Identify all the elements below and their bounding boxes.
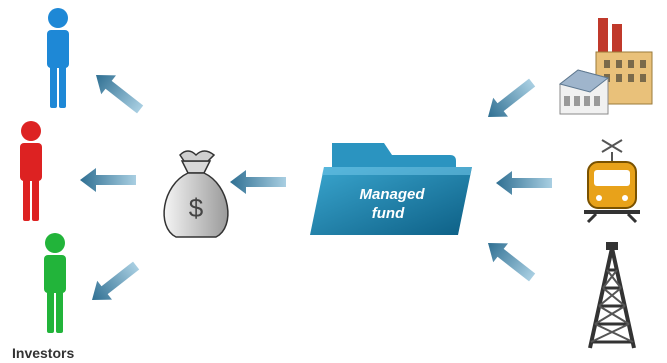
investors-label: Investors xyxy=(12,345,75,361)
investor-middle-icon xyxy=(20,121,42,221)
money-symbol: $ xyxy=(189,193,204,223)
arrow-to-investor-bottom-icon xyxy=(84,256,144,310)
tram-icon xyxy=(584,139,640,224)
folder-icon: Managed fund xyxy=(310,143,472,235)
arrow-to-money-bag-icon xyxy=(230,170,286,194)
arrow-from-derrick-icon xyxy=(480,233,540,287)
folder-label-line1: Managed xyxy=(359,186,425,203)
investor-bottom-icon xyxy=(44,233,66,333)
arrow-from-factory-icon xyxy=(480,73,540,127)
arrow-from-tram-icon xyxy=(496,171,552,195)
arrow-to-investor-top-icon xyxy=(88,65,148,119)
oil-derrick-icon xyxy=(588,242,636,349)
folder-label-line2: fund xyxy=(372,205,405,222)
money-bag-icon: $ xyxy=(163,150,229,238)
arrow-to-investor-middle-icon xyxy=(80,168,136,192)
factory-icon xyxy=(558,18,653,115)
investor-top-icon xyxy=(47,8,69,108)
